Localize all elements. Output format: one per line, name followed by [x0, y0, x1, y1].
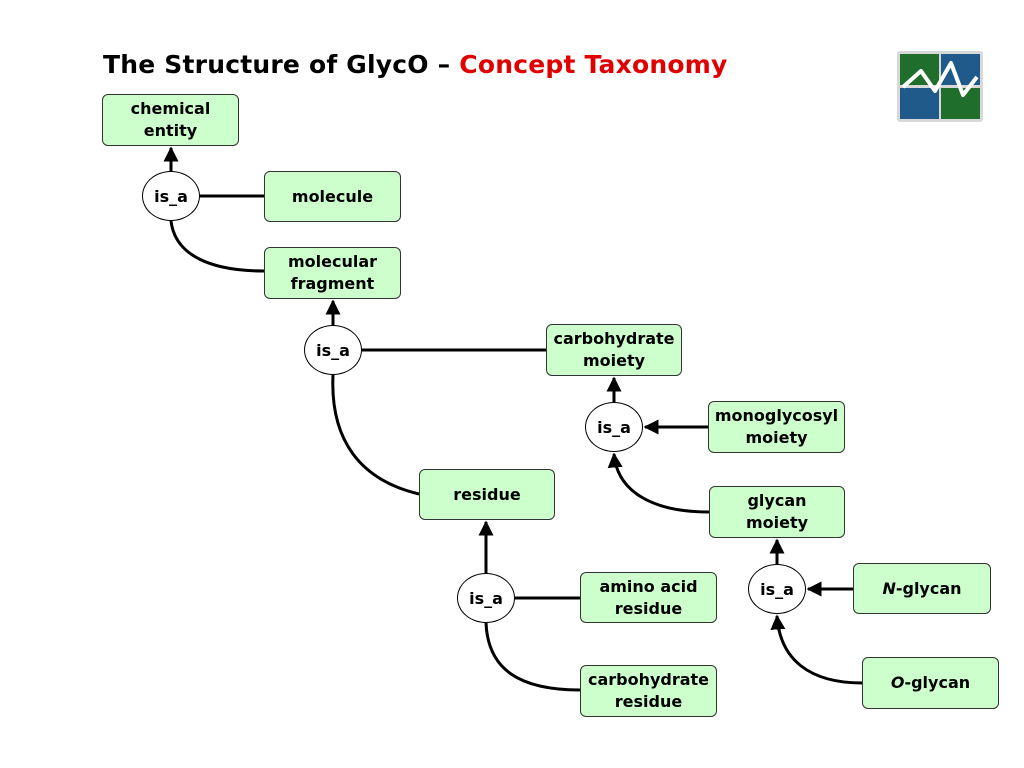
- o-glycan-prefix: O: [890, 673, 905, 692]
- isa-node-5: is_a: [748, 564, 806, 614]
- title-main: The Structure of GlycO –: [103, 50, 460, 79]
- title-accent: Concept Taxonomy: [459, 50, 728, 79]
- isa-node-1: is_a: [142, 171, 200, 221]
- node-monoglycosyl-moiety: monoglycosyl moiety: [708, 401, 845, 453]
- n-glycan-rest: -glycan: [895, 578, 962, 598]
- n-glycan-prefix: N: [882, 578, 896, 598]
- node-label: glycan moiety: [745, 491, 809, 532]
- node-label: carbohydrate residue: [587, 670, 710, 711]
- isa-label: is_a: [154, 186, 188, 206]
- node-molecular-fragment: molecular fragment: [264, 247, 401, 299]
- node-label: amino acid residue: [599, 576, 698, 618]
- isa-label: is_a: [316, 340, 350, 360]
- isa-label: is_a: [760, 579, 794, 599]
- glyco-logo: [897, 51, 983, 122]
- edge-molecular-fragment-to-isa1: [169, 220, 265, 273]
- isa-node-2: is_a: [304, 325, 362, 375]
- node-label: O-glycan: [891, 672, 970, 694]
- node-n-glycan: N-glycan: [853, 563, 991, 614]
- node-carbohydrate-residue: carbohydrate residue: [580, 665, 717, 717]
- node-chemical-entity: chemical entity: [102, 94, 239, 146]
- node-label: residue: [453, 484, 521, 504]
- edge-glycan-moiety-to-isa3: [607, 452, 710, 514]
- node-residue: residue: [419, 469, 555, 520]
- edge-residue-to-isa2: [331, 374, 420, 496]
- node-label: molecule: [291, 186, 374, 206]
- node-label: molecular fragment: [287, 252, 378, 293]
- node-glycan-moiety: glycan moiety: [709, 486, 845, 538]
- node-label: N-glycan: [882, 578, 961, 600]
- page-title: The Structure of GlycO – Concept Taxonom…: [103, 50, 727, 79]
- edge-o-glycan-to-isa5: [770, 614, 863, 685]
- node-label: carbohydrate moiety: [553, 329, 675, 370]
- node-label: monoglycosyl moiety: [714, 406, 839, 447]
- node-o-glycan: O-glycan: [862, 657, 999, 709]
- o-glycan-rest: -glycan: [904, 673, 971, 692]
- isa-label: is_a: [597, 417, 631, 437]
- node-amino-acid-residue: amino acid residue: [580, 572, 717, 623]
- edge-carbohydrate-residue-to-isa4: [484, 622, 581, 692]
- node-label: chemical entity: [130, 99, 211, 140]
- node-molecule: molecule: [264, 171, 401, 222]
- isa-label: is_a: [469, 588, 503, 608]
- isa-node-4: is_a: [457, 573, 515, 623]
- node-carbohydrate-moiety: carbohydrate moiety: [546, 324, 682, 376]
- isa-node-3: is_a: [585, 402, 643, 452]
